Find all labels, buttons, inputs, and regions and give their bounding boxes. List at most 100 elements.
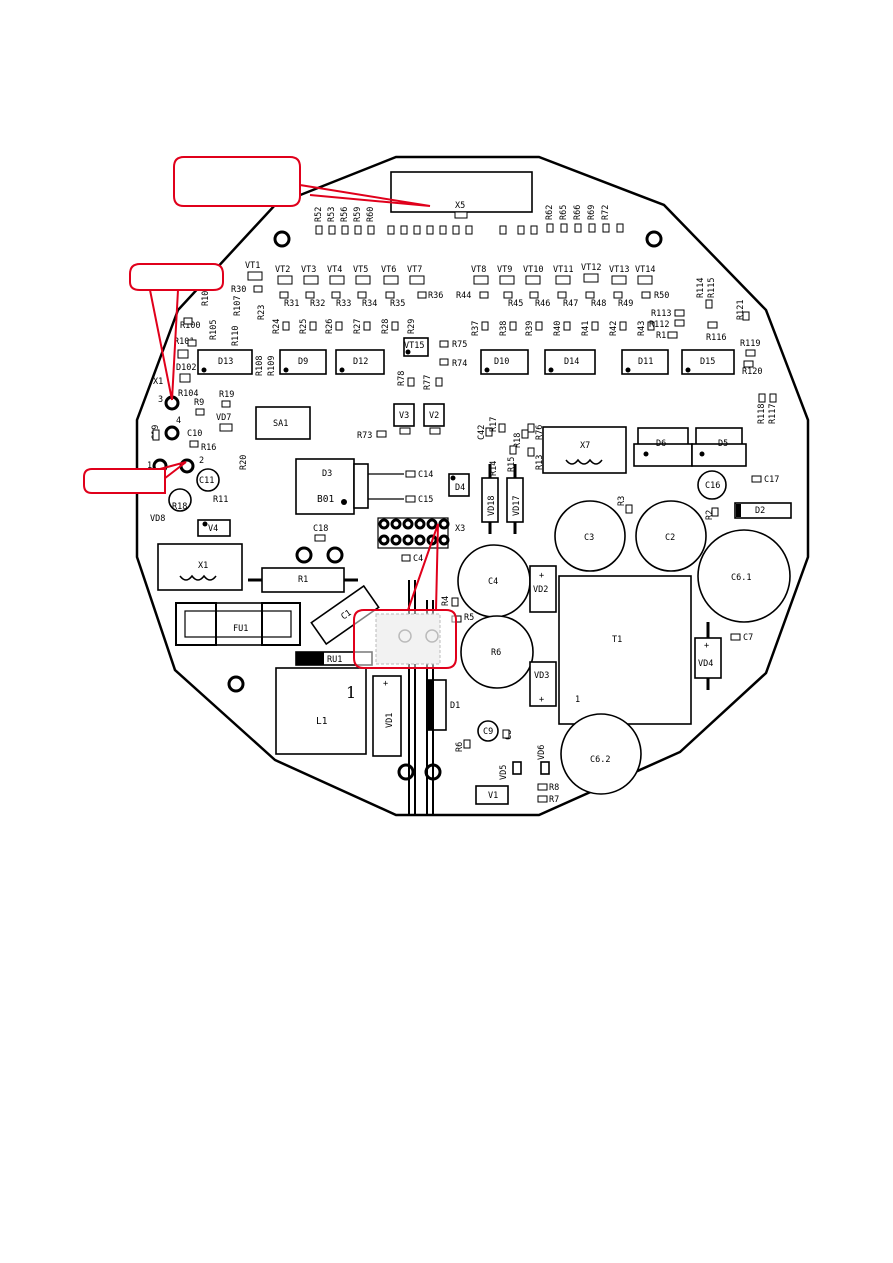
transistor-row: VT1 VT2 VT3 VT4 VT5 VT6 VT7 VT8 VT9 VT10…: [245, 261, 655, 285]
svg-text:RU1: RU1: [327, 655, 342, 665]
svg-text:R66: R66: [573, 205, 583, 220]
svg-text:R29: R29: [407, 319, 417, 334]
svg-text:R113: R113: [651, 309, 671, 319]
svg-text:VT1: VT1: [245, 261, 260, 271]
svg-text:C18: C18: [313, 524, 328, 534]
svg-text:R42: R42: [609, 321, 619, 336]
capacitor-c3: [554, 500, 626, 572]
svg-text:+: +: [539, 695, 544, 705]
svg-text:R30: R30: [231, 285, 246, 295]
svg-text:VT2: VT2: [275, 265, 290, 275]
svg-text:R7: R7: [549, 795, 559, 805]
svg-text:R118: R118: [757, 404, 767, 424]
svg-text:R75: R75: [452, 340, 467, 350]
transformer-t1: [558, 575, 692, 725]
svg-text:R16: R16: [201, 443, 216, 453]
svg-text:X3: X3: [455, 524, 465, 534]
regulator-v2: [423, 403, 445, 427]
svg-text:VT15: VT15: [404, 341, 424, 351]
mount-hole: [227, 675, 245, 693]
mount-hole: [295, 546, 313, 564]
svg-text:+: +: [383, 679, 388, 689]
svg-text:VT13: VT13: [609, 265, 629, 275]
pin-2-hole: [179, 458, 195, 474]
svg-text:R114: R114: [696, 278, 706, 298]
svg-text:R25: R25: [299, 319, 309, 334]
svg-text:R6: R6: [491, 648, 501, 658]
svg-text:R38: R38: [499, 321, 509, 336]
svg-text:R53: R53: [327, 207, 337, 222]
svg-text:R26: R26: [325, 319, 335, 334]
svg-text:R20: R20: [239, 455, 249, 470]
svg-text:R108: R108: [255, 356, 265, 376]
svg-text:R115: R115: [707, 278, 717, 298]
svg-text:X7: X7: [580, 441, 590, 451]
optocoupler-row: D13 D9 D12 D10 D14 D11 D15: [197, 349, 735, 375]
svg-text:R100: R100: [180, 321, 200, 331]
svg-text:C17: C17: [764, 475, 779, 485]
svg-text:R105: R105: [209, 320, 219, 340]
svg-text:X1: X1: [153, 377, 163, 387]
svg-text:R19: R19: [219, 390, 234, 400]
svg-text:R56: R56: [340, 207, 350, 222]
capacitor-c2: [635, 500, 707, 572]
svg-text:R8: R8: [549, 783, 559, 793]
svg-text:R35: R35: [390, 299, 405, 309]
svg-text:D2: D2: [755, 506, 765, 516]
svg-text:R69: R69: [587, 205, 597, 220]
svg-text:VT9: VT9: [497, 265, 512, 275]
svg-text:VD3: VD3: [534, 671, 549, 681]
connector-x1: [157, 543, 243, 591]
svg-text:D10: D10: [494, 357, 509, 367]
svg-text:R46: R46: [535, 299, 550, 309]
svg-text:1: 1: [346, 683, 356, 702]
svg-text:R14: R14: [489, 461, 499, 476]
regulator-v3: [393, 403, 415, 427]
svg-text:VD4: VD4: [698, 659, 713, 669]
svg-text:C4: C4: [413, 554, 423, 564]
svg-text:C42: C42: [477, 425, 487, 440]
svg-text:R52: R52: [314, 207, 324, 222]
bridge-d3: [295, 458, 355, 515]
svg-text:V1: V1: [488, 791, 498, 801]
svg-text:R62: R62: [545, 205, 555, 220]
top-resistor-labels: R52 R53 R56 R59 R60 R62 R65 R66 R69 R72: [314, 205, 611, 222]
capacitor-c9: [477, 720, 499, 742]
svg-text:R49: R49: [618, 299, 633, 309]
svg-text:C10: C10: [187, 429, 202, 439]
svg-text:4: 4: [176, 416, 181, 426]
svg-text:R40: R40: [553, 321, 563, 336]
svg-text:D6: D6: [656, 439, 666, 449]
svg-text:D9: D9: [298, 357, 308, 367]
diode-vd2: [529, 565, 557, 613]
svg-text:R104: R104: [178, 389, 198, 399]
callout-left-lower: [83, 461, 187, 494]
svg-text:C15: C15: [418, 495, 433, 505]
svg-text:C16: C16: [705, 481, 720, 491]
svg-text:R31: R31: [284, 299, 299, 309]
svg-text:VD6: VD6: [537, 745, 547, 760]
svg-text:R48: R48: [591, 299, 606, 309]
svg-text:R77: R77: [423, 375, 433, 390]
svg-text:R65: R65: [559, 205, 569, 220]
capacitor-c1: C1: [310, 584, 380, 646]
svg-text:V3: V3: [399, 411, 409, 421]
svg-text:R74: R74: [452, 359, 467, 369]
svg-text:1: 1: [147, 461, 152, 471]
resistor-r1: [261, 567, 345, 593]
svg-text:D3: D3: [322, 469, 332, 479]
svg-text:VT10: VT10: [523, 265, 543, 275]
svg-text:R36: R36: [428, 291, 443, 301]
header-x3: X3 C4: [377, 517, 465, 564]
svg-text:VT8: VT8: [471, 265, 486, 275]
svg-text:R34: R34: [362, 299, 377, 309]
svg-text:R2: R2: [705, 510, 715, 520]
capacitor-r18: [168, 488, 192, 512]
svg-text:D11: D11: [638, 357, 653, 367]
svg-text:C11: C11: [199, 476, 214, 486]
svg-text:R3: R3: [617, 496, 627, 506]
svg-text:C4: C4: [488, 577, 498, 587]
svg-text:B01: B01: [317, 494, 334, 505]
svg-text:R11: R11: [213, 495, 228, 505]
svg-text:C14: C14: [418, 470, 433, 480]
